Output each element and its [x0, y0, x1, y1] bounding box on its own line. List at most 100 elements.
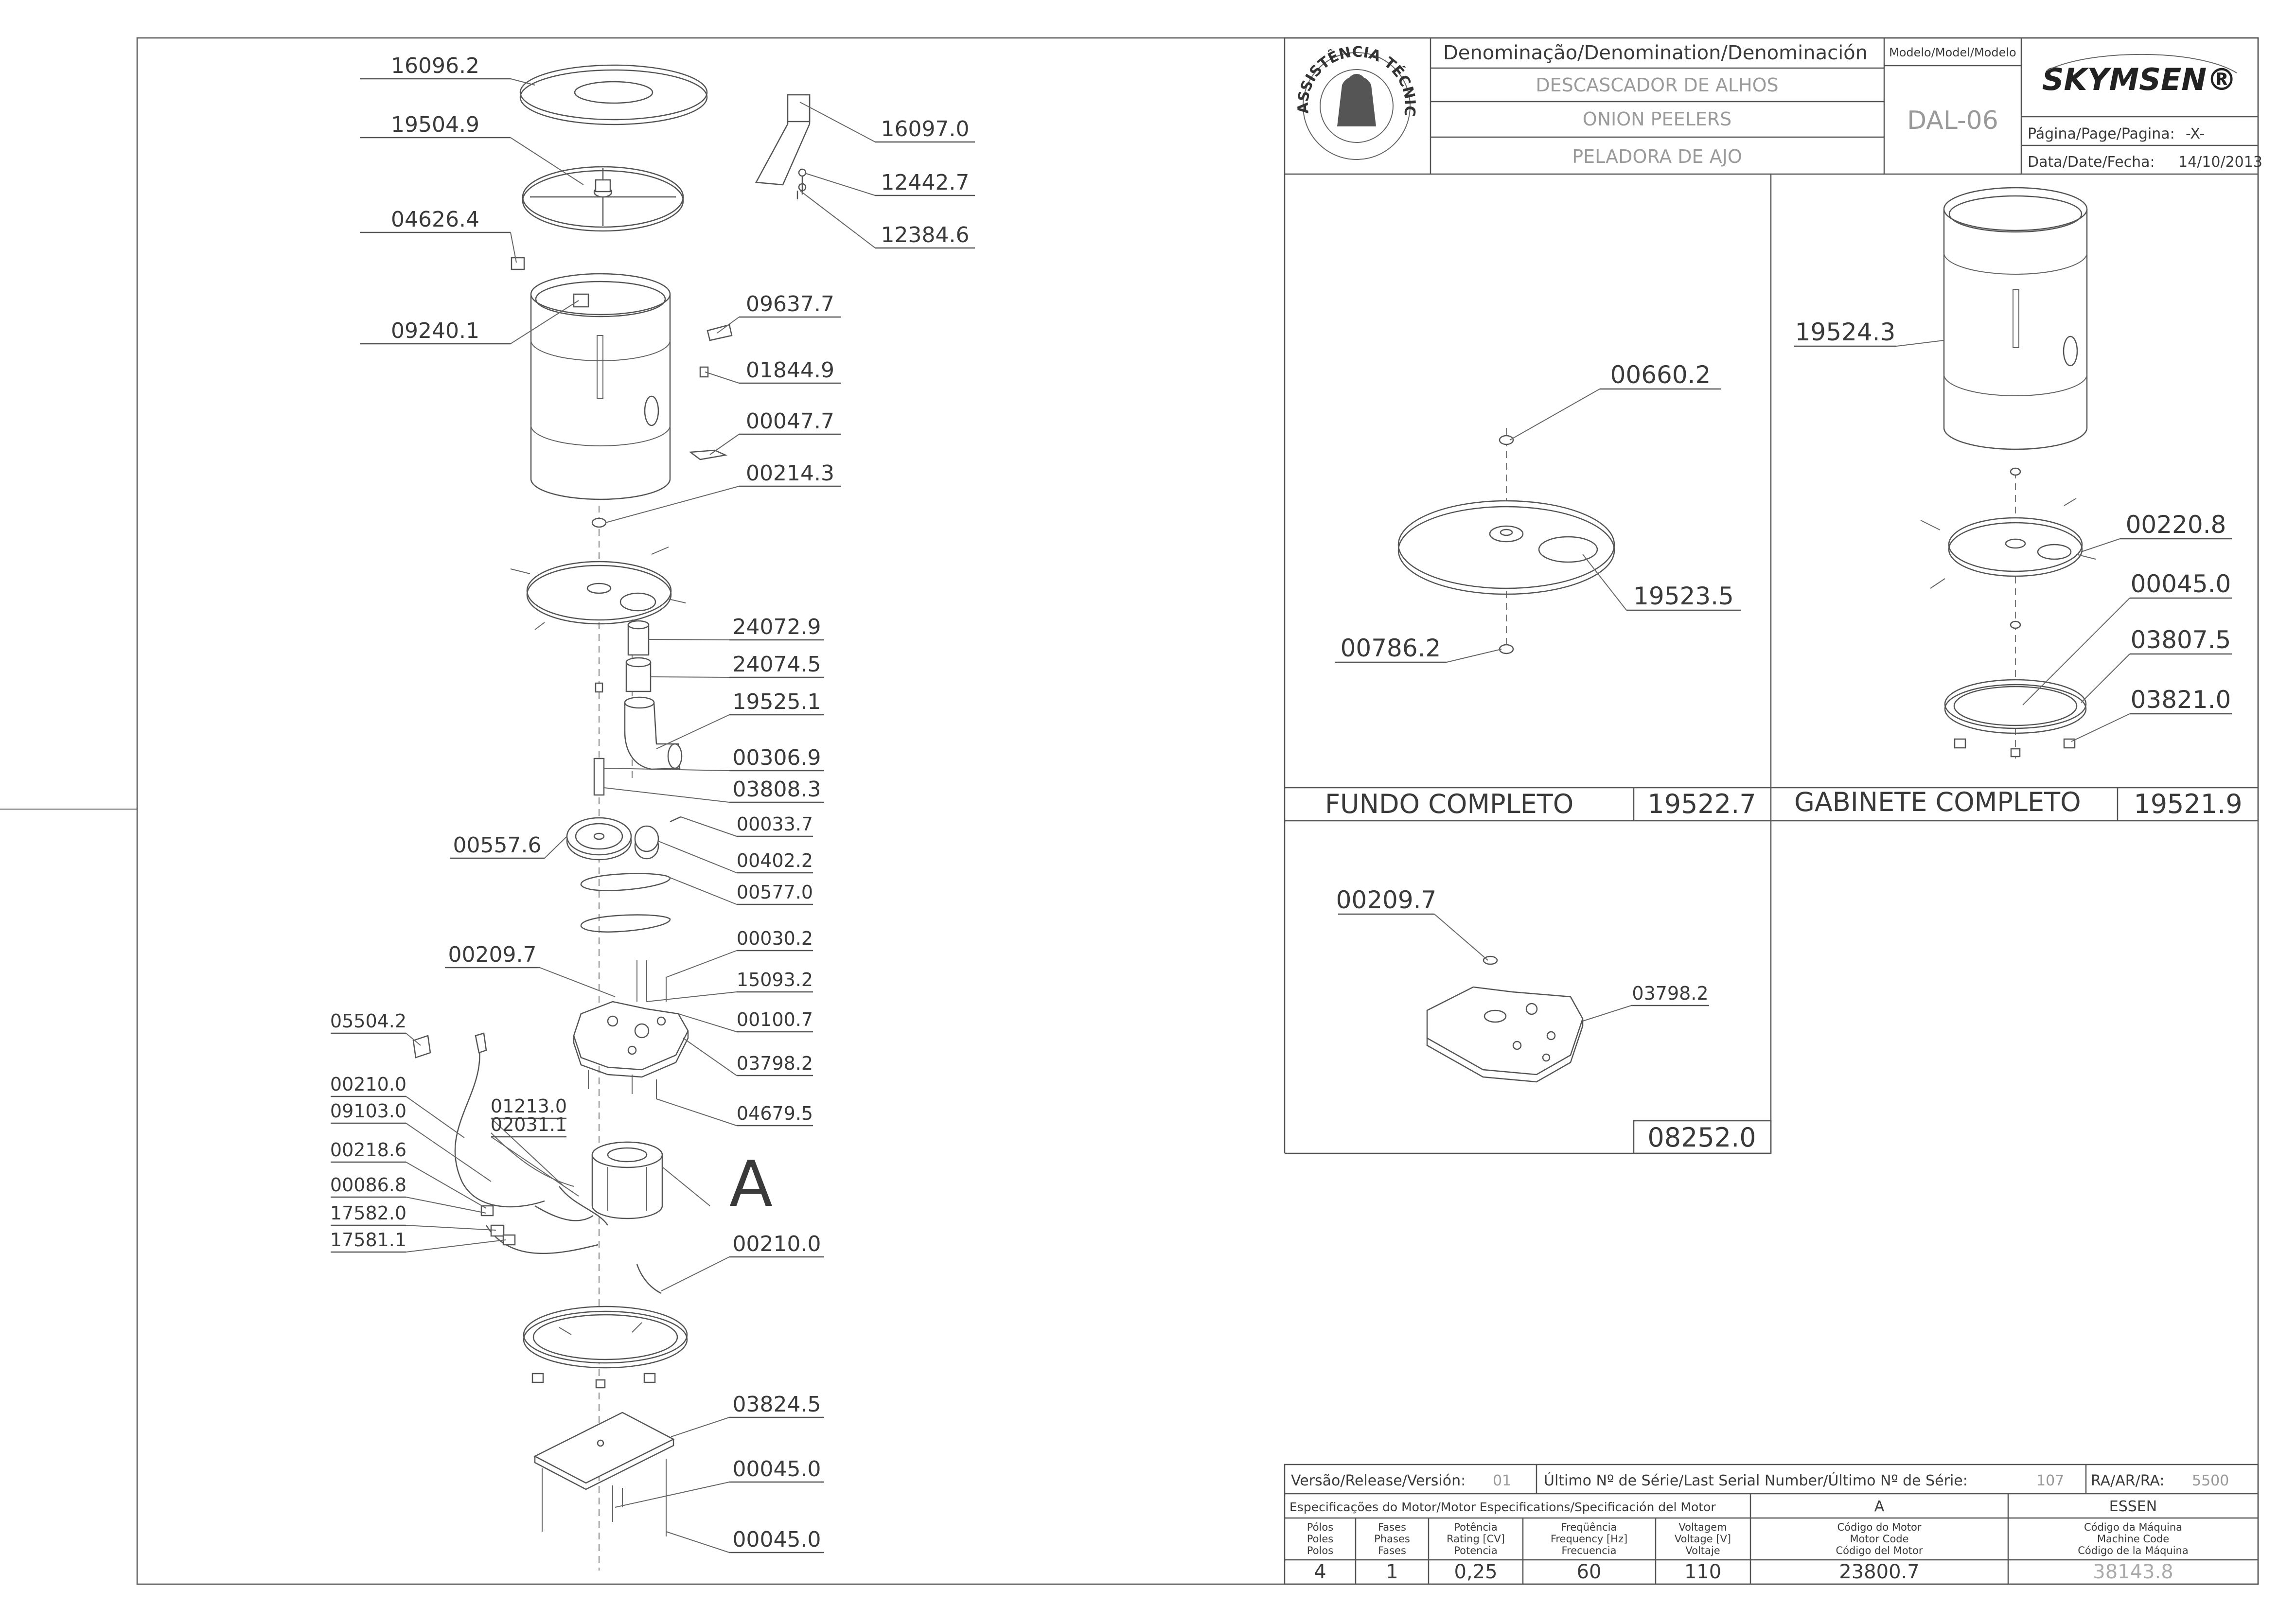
part-callout: 15093.2: [646, 969, 813, 1002]
assembly-panels: FUNDO COMPLETO 19522.7 GABINETE COMPLETO…: [1284, 174, 2259, 1154]
part-callout: 00306.9: [603, 745, 824, 772]
spec-value: 0,25: [1454, 1561, 1497, 1583]
version-value: 01: [1493, 1472, 1511, 1489]
part-callout: 03808.3: [603, 777, 824, 803]
part-number-label: 15093.2: [737, 969, 813, 990]
spec-column-header: Voltagem: [1678, 1521, 1727, 1533]
serial-value: 107: [2036, 1472, 2064, 1489]
date-label: Data/Date/Fecha:: [2028, 154, 2155, 171]
part-number-label: 00045.0: [733, 1457, 821, 1482]
spec-column-header: Phases: [1374, 1533, 1410, 1545]
peeling-cylinder: [530, 273, 671, 500]
part-callout: 19525.1: [656, 689, 824, 749]
motor-letter: A: [1874, 1498, 1885, 1515]
spec-column-header: Código del Motor: [1836, 1545, 1923, 1556]
product-name-es: PELADORA DE AJO: [1572, 146, 1742, 167]
part-callout: 00218.6: [330, 1139, 487, 1209]
spec-column-header: Fases: [1378, 1545, 1406, 1556]
part-callout: 19504.9: [360, 112, 584, 185]
part-callout: 00045.0: [615, 1457, 824, 1508]
part-number-label: 17581.1: [330, 1229, 406, 1251]
part-callout: 09103.0: [330, 1100, 492, 1182]
part-callout: 00045.0: [666, 1527, 824, 1553]
part-number-label: 00577.0: [737, 882, 813, 903]
spec-value: 23800.7: [1839, 1561, 1919, 1583]
part-callout: 00214.3: [605, 461, 841, 523]
small-pulley: [634, 816, 681, 860]
base-code: 08252.0: [1647, 1122, 1756, 1153]
part-number-label: 19524.3: [1795, 318, 1896, 346]
part-number-label: 16096.2: [391, 53, 479, 78]
gabinete-code: 19521.9: [2134, 789, 2242, 819]
part-number-label: 00209.7: [1336, 886, 1437, 914]
date-value: 14/10/2013: [2178, 154, 2262, 171]
page-label: Página/Page/Pagina:: [2028, 125, 2175, 142]
part-number-label: 00045.0: [2131, 570, 2231, 598]
part-callout: 03798.2: [1582, 983, 1709, 1022]
spec-column-header: Motor Code: [1850, 1533, 1908, 1545]
motor-spec-label: Especificações do Motor/Motor Especifica…: [1289, 1500, 1716, 1514]
part-number-label: 00557.6: [453, 833, 542, 858]
ra-value: 5500: [2192, 1472, 2229, 1489]
part-callout: 04626.4: [360, 207, 517, 263]
part-number-label: 00660.2: [1610, 361, 1711, 389]
part-callout: 00047.7: [709, 409, 841, 455]
part-number-label: 09637.7: [746, 292, 834, 317]
cylinder-fittings: [511, 257, 733, 460]
part-callout: 00045.0: [2022, 570, 2232, 706]
bottom-base-plate: [533, 1412, 675, 1536]
product-name-en: ONION PEELERS: [1583, 108, 1732, 130]
spec-value: 38143.8: [2093, 1561, 2173, 1583]
spec-column-header: Código do Motor: [1837, 1521, 1921, 1533]
part-callout: 03821.0: [2071, 686, 2232, 742]
gabinete-title: GABINETE COMPLETO: [1794, 787, 2081, 817]
part-callout: 00402.2: [658, 841, 813, 874]
spec-column-header: Código de la Máquina: [2078, 1545, 2188, 1556]
part-number-label: 01844.9: [746, 358, 834, 383]
spec-column-header: Código da Máquina: [2084, 1521, 2182, 1533]
part-number-label: 00045.0: [733, 1527, 821, 1552]
part-number-label: 00218.6: [330, 1139, 406, 1161]
base-drawing: [1426, 955, 1584, 1083]
part-callout: 04679.5: [656, 1098, 813, 1127]
foot-ring: [523, 1306, 688, 1389]
part-callout: 24074.5: [650, 652, 824, 678]
part-number-label: 00033.7: [737, 813, 813, 835]
part-callout: 00786.2: [1335, 634, 1502, 663]
part-number-label: 00047.7: [746, 409, 834, 434]
spec-column-header: Voltaje: [1685, 1545, 1720, 1556]
part-number-label: 12442.7: [881, 170, 970, 195]
fundo-drawing: [1397, 428, 1615, 654]
gabinete-drawing: [1920, 187, 2096, 759]
bushings: [625, 620, 652, 692]
part-callout: 02031.1: [491, 1114, 579, 1197]
part-number-label: 00086.8: [330, 1174, 406, 1196]
part-number-label: 00100.7: [737, 1009, 813, 1030]
part-callout: 00209.7: [1336, 886, 1488, 961]
part-number-label: 09240.1: [391, 318, 479, 343]
spec-column-header: Frecuencia: [1562, 1545, 1617, 1556]
part-callout: 16096.2: [360, 53, 535, 86]
part-callout: 03798.2: [683, 1038, 813, 1077]
serial-label: Último Nº de Série/Last Serial Number/Úl…: [1544, 1471, 1968, 1489]
part-number-label: 03807.5: [2131, 626, 2231, 654]
main-part-labels: 16096.219504.904626.409240.116097.012442…: [330, 53, 975, 1553]
part-number-label: 24074.5: [733, 652, 821, 677]
part-callout: 17582.0: [330, 1202, 496, 1231]
part-number-label: 00209.7: [448, 942, 537, 967]
part-number-label: 00210.0: [330, 1074, 406, 1095]
part-callout: 00086.8: [330, 1174, 487, 1214]
part-number-label: 19504.9: [391, 112, 479, 137]
part-number-label: 00210.0: [733, 1232, 821, 1256]
spec-column-header: Machine Code: [2097, 1533, 2169, 1545]
washer: [591, 517, 607, 528]
part-number-label: 03824.5: [733, 1392, 821, 1417]
page-value: -X-: [2186, 125, 2205, 142]
part-callout: 09240.1: [360, 300, 579, 345]
part-number-label: 02031.1: [491, 1114, 567, 1135]
